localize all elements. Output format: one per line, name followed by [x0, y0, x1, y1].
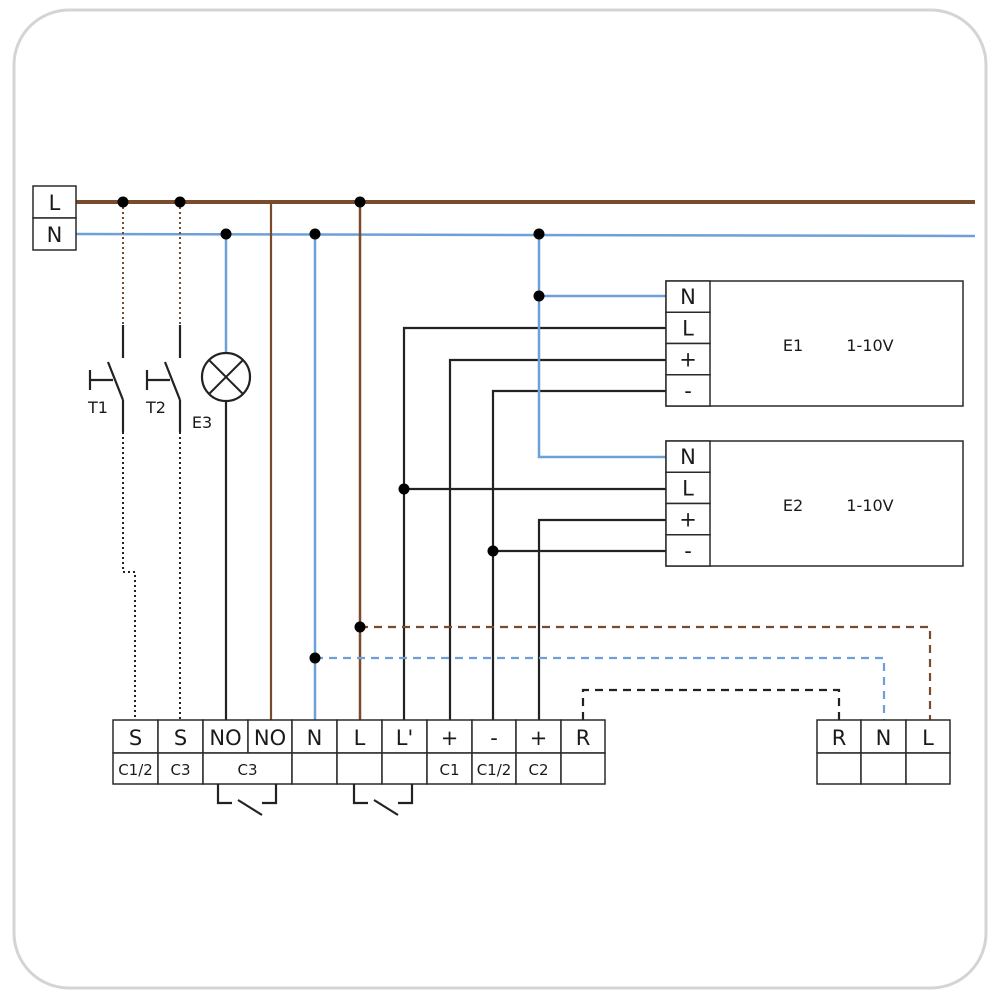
aux-r-wire [581, 688, 841, 720]
device-terminal-label: N [680, 445, 696, 469]
device-terminal-cell [665, 471, 711, 505]
supply-neutral-label: N [47, 223, 63, 247]
main-terminal-label: + [441, 726, 459, 750]
device-terminal-label: + [679, 508, 697, 532]
main-terminal-label: NO [209, 726, 241, 750]
supply-neutral-box [32, 217, 77, 251]
device-terminal-cell [665, 374, 711, 407]
main-channel-label: C3 [237, 761, 257, 779]
t2-label: T2 [145, 398, 166, 417]
main-channel-cell [381, 752, 428, 785]
device-label: E1 [783, 336, 803, 355]
t1-return-wire [122, 432, 136, 720]
device-terminal-label: + [679, 348, 697, 372]
aux-live-wire [360, 625, 932, 720]
main-terminal-cell [247, 719, 293, 754]
junction-dot [309, 652, 321, 664]
t1-label: T1 [87, 398, 108, 417]
supply-line-label: L [49, 191, 61, 215]
junction-dot [309, 228, 321, 240]
lamp-label: E3 [192, 413, 212, 432]
junction-dot [398, 483, 410, 495]
junction-dot [354, 196, 366, 208]
lamp-e3: E3 [192, 351, 252, 432]
lamp-cross-b [208, 359, 244, 395]
main-terminal-label: N [307, 726, 323, 750]
relay-contact-l-icon [352, 784, 414, 816]
device-terminal-cell [665, 280, 711, 313]
device-terminal-label: N [680, 285, 696, 309]
junction-dot [174, 196, 186, 208]
aux-neutral-wire [315, 656, 886, 720]
main-terminal-cell [291, 719, 338, 754]
c12-minus-wire [491, 389, 666, 720]
main-terminal-label: S [129, 726, 142, 750]
main-terminal-cell [157, 719, 204, 754]
c2-plus-wire [537, 518, 666, 720]
main-channel-cell [560, 752, 606, 785]
t2-contact-blade [163, 361, 182, 401]
device-terminal-cell [665, 534, 711, 567]
device-terminal-cell [665, 342, 711, 376]
aux-channel-cell [860, 752, 907, 785]
junction-dot [487, 545, 499, 557]
main-terminal-block: S S NO NO N L L' + - + R C1/2 C3 C3 C1 C1/2 C2 [112, 719, 606, 785]
main-channel-cell [336, 752, 383, 785]
supply-terminals: L N [32, 185, 77, 251]
relay-contacts [216, 784, 414, 816]
main-channel-label: C1/2 [118, 761, 153, 779]
main-terminal-label: L [354, 726, 366, 750]
main-terminal-label: - [490, 726, 498, 750]
main-channel-cell [291, 752, 338, 785]
aux-channel-cell [905, 752, 951, 785]
junction-dot [533, 228, 545, 240]
device-terminal-cell [665, 502, 711, 536]
device-terminal-label: L [682, 476, 694, 500]
main-terminal-label: S [174, 726, 187, 750]
device-e2: NL + - E2 1-10V [665, 440, 964, 567]
junction-dot [354, 621, 366, 633]
lprime-wire [402, 326, 666, 720]
aux-terminal-label: N [876, 726, 892, 750]
t1-contact-blade [106, 361, 125, 401]
main-terminal-label: R [576, 726, 591, 750]
junction-dot [117, 196, 129, 208]
device-e1: NL + - E1 1-10V [665, 280, 964, 407]
aux-terminal-label: L [922, 726, 934, 750]
device-terminal-label: - [684, 539, 692, 563]
main-channel-label: C3 [170, 761, 190, 779]
main-channel-label: C1/2 [477, 761, 512, 779]
main-terminal-cell [336, 719, 383, 754]
main-channel-cell [112, 752, 159, 785]
c1-plus-wire [448, 358, 666, 720]
device-label: E2 [783, 496, 803, 515]
aux-terminal-label: R [832, 726, 847, 750]
relay-contact-c3-icon [216, 784, 278, 816]
main-terminal-label: + [530, 726, 548, 750]
main-terminal-label: NO [254, 726, 286, 750]
main-channel-cell [515, 752, 562, 785]
device-body [665, 280, 964, 407]
main-channel-label: C1 [439, 761, 459, 779]
device-type-label: 1-10V [846, 336, 893, 355]
aux-terminal-cell [905, 719, 951, 754]
junction-dot [220, 228, 232, 240]
aux-channel-cell [816, 752, 862, 785]
device-terminal-label: L [682, 316, 694, 340]
main-channel-label: C2 [528, 761, 548, 779]
push-button-t2: T2 [145, 325, 182, 432]
device-type-label: 1-10V [846, 496, 893, 515]
push-button-t1: T1 [87, 325, 125, 432]
wires [75, 200, 976, 720]
main-channel-cell [426, 752, 473, 785]
main-terminal-cell [426, 719, 473, 754]
device-terminal-label: - [684, 379, 692, 403]
main-terminal-label: L' [396, 726, 413, 750]
device-neutral-wire [537, 234, 666, 459]
junctions [117, 196, 545, 664]
junction-dot [533, 290, 545, 302]
